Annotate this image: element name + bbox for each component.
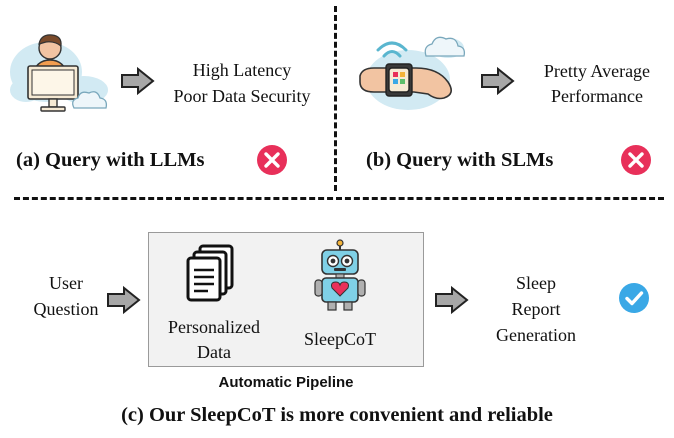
- panel-c-caption: (c) Our SleepCoT is more convenient and …: [121, 404, 553, 426]
- personalized-data-line-2: Data: [197, 342, 231, 362]
- panel-a-title: (a) Query with LLMs: [16, 149, 205, 171]
- x-circle-icon: [620, 144, 652, 176]
- user-question-line-1: User: [49, 273, 83, 293]
- report-line-1: Sleep: [516, 273, 556, 293]
- documents-icon: [186, 244, 236, 304]
- x-circle-icon: [256, 144, 288, 176]
- person-computer-icon: [8, 30, 120, 122]
- vertical-divider: [334, 6, 337, 191]
- automatic-pipeline-label: Automatic Pipeline: [218, 374, 354, 391]
- performance-line-1: Pretty Average: [543, 61, 651, 81]
- security-text: Poor Data Security: [173, 86, 311, 106]
- panel-b-title: (b) Query with SLMs: [366, 149, 554, 171]
- personalized-data-line-1: Personalized: [168, 317, 260, 337]
- arrow-right-icon: [434, 285, 470, 315]
- horizontal-divider: [14, 197, 664, 200]
- performance-line-2: Performance: [551, 86, 643, 106]
- smartwatch-wrist-icon: [352, 26, 472, 122]
- report-line-3: Generation: [496, 325, 576, 345]
- latency-text: High Latency: [192, 60, 292, 80]
- sleepcot-label: SleepCoT: [304, 329, 376, 349]
- arrow-right-icon: [106, 285, 142, 315]
- arrow-right-icon: [120, 66, 156, 96]
- arrow-right-icon: [480, 66, 516, 96]
- user-question-line-2: Question: [33, 299, 99, 319]
- robot-icon: [312, 239, 368, 312]
- check-circle-icon: [618, 282, 650, 314]
- report-line-2: Report: [511, 299, 561, 319]
